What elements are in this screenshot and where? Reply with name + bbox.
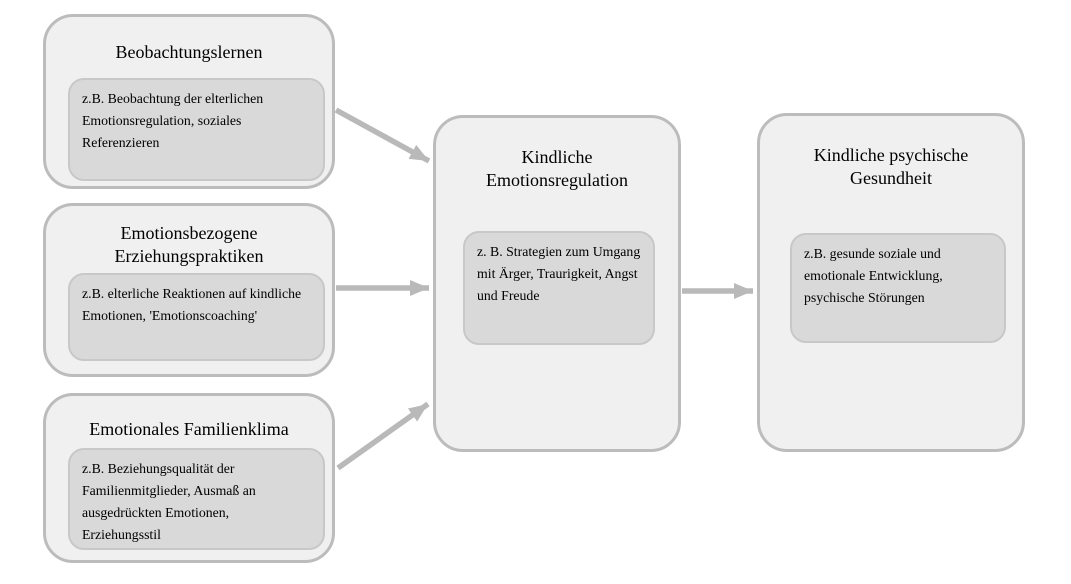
- box-title: Beobachtungslernen: [115, 42, 263, 62]
- box-kindliche-psychische-gesundheit: Kindliche psychische Gesundheit z.B. ges…: [757, 113, 1025, 452]
- box-title: Kindliche Emotionsregulation: [486, 147, 628, 190]
- box-title: Emotionsbezogene Erziehungspraktiken: [114, 223, 264, 266]
- arrow-beobachtungslernen-to-emotionsregulation: [334, 107, 431, 164]
- box-kindliche-emotionsregulation: Kindliche Emotionsregulation z. B. Strat…: [433, 115, 681, 452]
- box-detail: z.B. gesunde soziale und emotionale Entw…: [790, 233, 1006, 343]
- box-detail: z. B. Strategien zum Umgang mit Ärger, T…: [463, 231, 655, 345]
- box-detail: z.B. Beziehungsqualität der Familienmitg…: [68, 448, 325, 550]
- box-detail: z.B. elterliche Reaktionen auf kindliche…: [68, 273, 325, 361]
- box-beobachtungslernen: Beobachtungslernen z.B. Beobachtung der …: [43, 14, 335, 189]
- box-title: Kindliche psychische Gesundheit: [813, 145, 969, 188]
- box-emotionsbezogene-erziehungspraktiken: Emotionsbezogene Erziehungspraktiken z.B…: [43, 203, 335, 377]
- box-detail: z.B. Beobachtung der elterlichen Emotion…: [68, 78, 325, 181]
- box-emotionales-familienklima: Emotionales Familienklima z.B. Beziehung…: [43, 393, 335, 563]
- arrow-familienklima-to-emotionsregulation: [336, 401, 430, 471]
- box-title: Emotionales Familienklima: [89, 419, 289, 439]
